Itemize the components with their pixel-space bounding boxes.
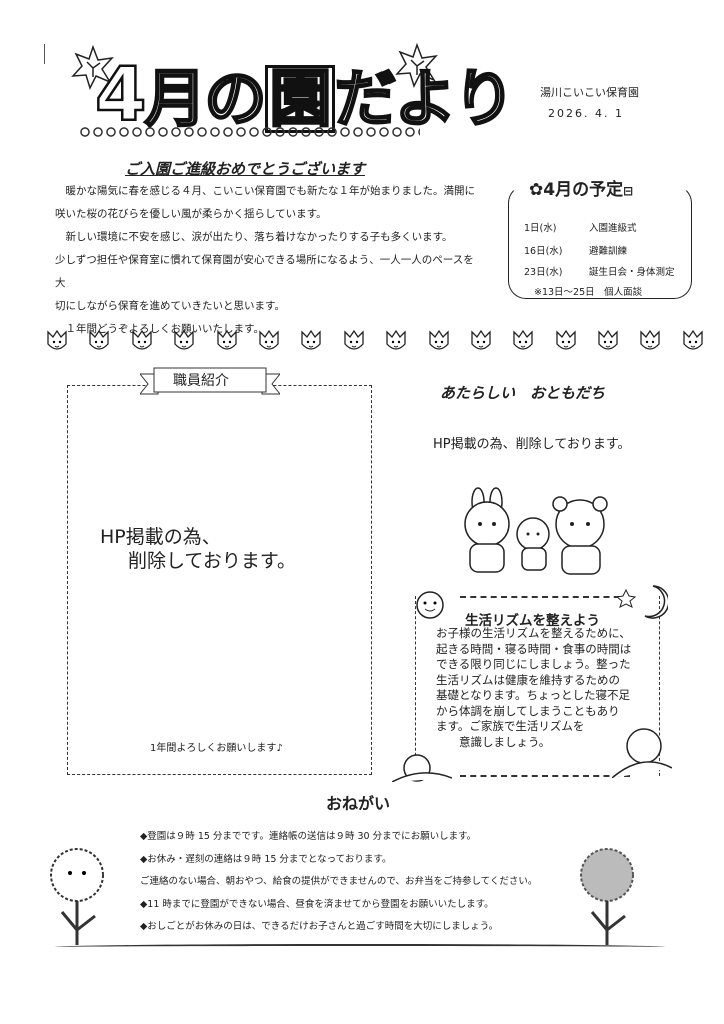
requests-heading: おねがい: [326, 794, 391, 813]
tulip-icon: [596, 328, 620, 356]
greeting-body: 暖かな陽気に春を感じる４月、こいこい保育園でも新たな１年が始まりました。満開に …: [55, 180, 475, 341]
sun-icon: [416, 591, 444, 619]
rhythm-line: から体調を崩してしまうこともあり: [436, 703, 620, 718]
staff-notice-line1: HP掲載の為、: [100, 526, 221, 548]
rhythm-line: 起きる時間・寝る時間・食事の時間は: [436, 641, 632, 656]
dandelion-icon: [580, 848, 634, 945]
scallop-divider: [80, 126, 420, 138]
tulip-icon: [257, 328, 281, 356]
org-name: 湯川こいこい保育園: [540, 86, 639, 99]
rhythm-box: [415, 596, 660, 776]
moon-star-icon: [618, 585, 668, 619]
schedule-note: ※13日～25日 個人面談: [534, 287, 643, 298]
tulip-icon: [215, 328, 239, 356]
tulip-icon: [469, 328, 493, 356]
tulip-icon: [342, 328, 366, 356]
schedule-date: 16日(水): [524, 246, 563, 257]
tulip-icon: [681, 328, 705, 356]
request-item: ◆おしごとがお休みの日は、できるだけお子さんと過ごす時間を大切にしましょう。: [140, 921, 499, 932]
flower-icon: ✿: [529, 180, 544, 200]
tulip-icon: [427, 328, 451, 356]
rhythm-line: 生活リズムは健康を維持するための: [436, 672, 620, 687]
sakura-icon: [395, 42, 438, 89]
tulip-icon: [554, 328, 578, 356]
greeting-line: 暖かな陽気に春を感じる４月、こいこい保育園でも新たな１年が始まりました。満開に: [55, 185, 475, 197]
greeting-line: 切にしながら保育を進めていきたいと思います。: [55, 300, 285, 312]
margin-mark: [44, 44, 45, 64]
staff-footer: 1年間よろしくお願いします♪: [150, 743, 283, 754]
staff-box: [67, 385, 372, 775]
schedule-heading: ✿4月の予定⊟: [525, 175, 638, 200]
rhythm-line: ます。ご家族で生活リズムを: [436, 719, 585, 733]
rhythm-line: できる限り同じにしましょう。整った: [436, 657, 631, 671]
greeting-line: 新しい環境に不安を感じ、涙が出たり、落ち着けなかったりする子も多くいます。: [55, 231, 453, 243]
tulip-icon: [172, 328, 196, 356]
newsletter-title: 4月の園だより: [94, 52, 517, 138]
child-face-icon: [392, 754, 452, 782]
children-animals-illustration: [464, 487, 608, 575]
tulip-icon: [299, 328, 323, 356]
request-item: ◆登園は９時 15 分までです。連絡帳の送信は９時 30 分までにお願いします。: [140, 831, 477, 842]
friends-notice: HP掲載の為、削除しております。: [433, 437, 631, 452]
issue-date: 2026. 4. 1: [548, 107, 624, 120]
rhythm-heading: 生活リズムを整えよう: [465, 613, 600, 629]
rhythm-line: 基礎となります。ちょっとした寝不足: [436, 688, 631, 702]
dash-border: [460, 596, 630, 598]
schedule-date: 23日(水): [524, 267, 563, 278]
child-face-icon: [612, 728, 672, 778]
rhythm-body: お子様の生活リズムを整えるために、 起きる時間・寝る時間・食事の時間は できる限…: [436, 626, 666, 750]
tulip-icon: [638, 328, 662, 356]
schedule-date: 1日(水): [524, 223, 557, 234]
dash-border: [460, 775, 630, 777]
sakura-icon: [71, 44, 114, 91]
ground-line: [55, 944, 665, 950]
staff-heading: 職員紹介: [173, 373, 229, 389]
bag-icon: ⊟: [623, 184, 634, 198]
greeting-line: 少しずつ担任や保育室に慣れて保育園が安心できる場所になるよう、一人一人のペースを…: [55, 254, 474, 289]
schedule-event: 入園進級式: [589, 223, 637, 234]
friends-heading: あたらしい おともだち: [440, 384, 606, 402]
schedule-event: 避難訓練: [589, 246, 628, 257]
schedule-event: 誕生日会・身体測定: [589, 267, 675, 278]
tulip-icon: [384, 328, 408, 356]
tulip-icon: [45, 328, 69, 356]
ribbon-banner: [140, 367, 280, 395]
greeting-line: １年間どうぞよろしくお願いいたします。: [55, 323, 264, 335]
request-item: ご連絡のない場合、朝おやつ、給食の提供ができませんので、お弁当をご持参してくださ…: [140, 876, 538, 887]
greeting-line: 咲いた桜の花びらを優しい風が柔らかく揺らしています。: [55, 208, 327, 220]
request-item: ◆11 時までに登園ができない場合、昼食を済ませてから登園をお願いいたします。: [140, 898, 494, 910]
tulip-icon: [130, 328, 154, 356]
schedule-box: 1日(水) 入園進級式 16日(水) 避難訓練 23日(水) 誕生日会・身体測定…: [508, 185, 692, 299]
request-item: ◆お休み・遅刻の連絡は９時 15 分までとなっております。: [140, 853, 392, 865]
dandelion-icon: [50, 848, 104, 945]
tulip-border: [45, 328, 705, 356]
greeting-heading: ご入園ご進級おめでとうございます: [125, 160, 366, 178]
requests-list: ◆登園は９時 15 分までです。連絡帳の送信は９時 30 分までにお願いします。…: [140, 826, 537, 939]
rhythm-line: お子様の生活リズムを整えるために、: [436, 626, 631, 640]
staff-notice-line2: 削除しております。: [128, 550, 296, 572]
tulip-icon: [87, 328, 111, 356]
tulip-icon: [511, 328, 535, 356]
rhythm-line: 意識しましょう。: [436, 734, 551, 749]
